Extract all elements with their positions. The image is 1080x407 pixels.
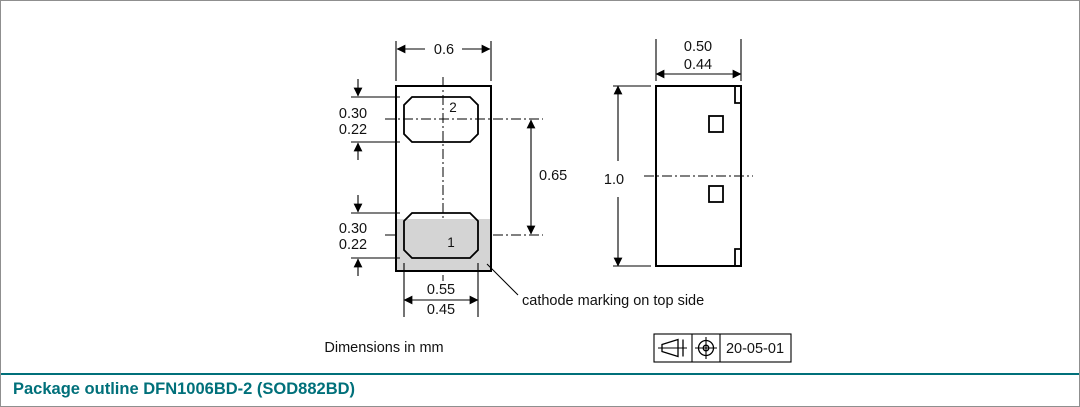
dim-body-height: 1.0 [604,85,651,267]
side-view: 0.50 0.44 1.0 [604,39,753,267]
package-outline-drawing: 2 1 0.6 0.30 0.22 [324,39,792,363]
target-symbol-icon [695,337,717,359]
dim-pad-pitch-label: 0.65 [539,168,567,184]
dim-pad1-min-label: 0.22 [339,237,367,253]
stamp-date-code: 20-05-01 [726,341,784,357]
pad-1 [403,212,479,259]
footer: Package outline DFN1006BD-2 (SOD882BD) [1,373,1079,406]
dim-pad2-height: 0.30 0.22 [339,79,400,160]
package-body-top-view [395,85,492,272]
cathode-note: cathode marking on top side [486,263,704,309]
dim-thickness-min-label: 0.44 [684,57,712,73]
dim-body-height-label: 1.0 [604,172,624,188]
revision-stamp: 20-05-01 [653,333,792,363]
projection-symbol-icon [658,338,687,358]
dim-thickness: 0.50 0.44 [655,39,742,81]
dim-body-width-label: 0.6 [434,42,454,58]
top-view: 2 1 0.6 0.30 0.22 [339,41,704,318]
dim-pad2-min-label: 0.22 [339,122,367,138]
dim-pad1-height: 0.30 0.22 [339,195,400,276]
dim-pad-width-min-label: 0.45 [427,302,455,318]
dim-pad-width: 0.55 0.45 [403,263,479,318]
cathode-note-label: cathode marking on top side [522,293,704,309]
dim-pad2-max-label: 0.30 [339,106,367,122]
side-terminal-features [708,86,741,266]
dim-pad-pitch: 0.65 [526,119,567,235]
pad-2 [403,96,479,143]
cathode-marking-shading [397,219,490,270]
pin-2-label: 2 [449,100,457,115]
dim-body-width: 0.6 [395,41,492,81]
pin-1-label: 1 [447,235,455,250]
dim-thickness-max-label: 0.50 [684,39,712,55]
dim-pad-width-max-label: 0.55 [427,282,455,298]
package-body-side-view [655,85,742,267]
units-note: Dimensions in mm [324,340,443,356]
page-title: Package outline DFN1006BD-2 (SOD882BD) [13,380,356,398]
dim-pad1-max-label: 0.30 [339,221,367,237]
